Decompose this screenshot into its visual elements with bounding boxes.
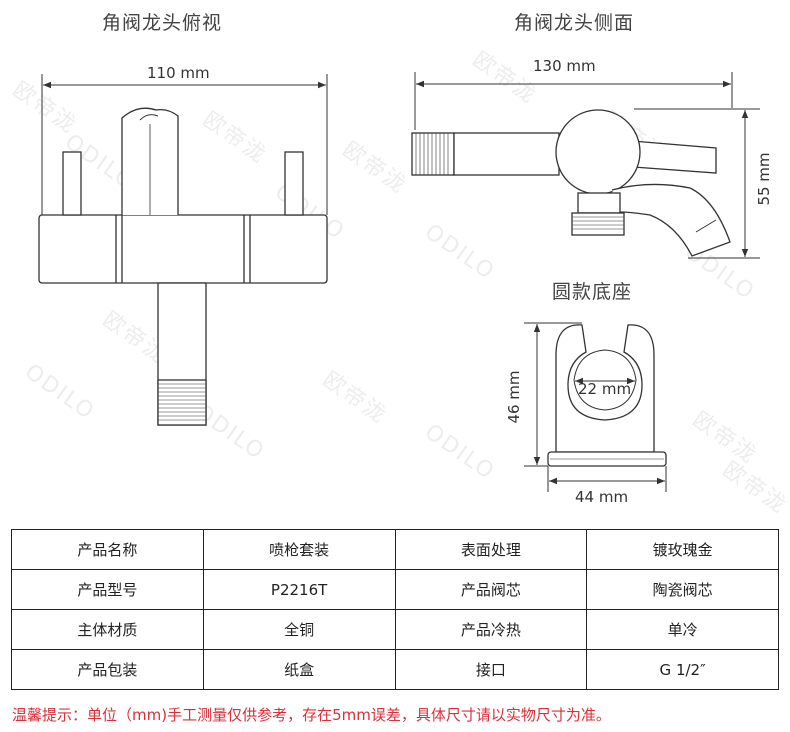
spec-cell: 产品型号 [11, 569, 204, 610]
base-title: 圆款底座 [552, 281, 633, 303]
spec-cell: 产品阀芯 [394, 569, 588, 610]
spec-table: 产品名称 喷枪套装 表面处理 镀玫瑰金 产品型号 P2216T 产品阀芯 陶瓷阀… [11, 529, 779, 690]
side-height-label: 55 mm [755, 152, 773, 206]
spec-cell: 喷枪套装 [202, 529, 396, 570]
top-view-title: 角阀龙头俯视 [102, 12, 223, 34]
spec-cell: 产品包装 [11, 649, 204, 690]
spec-cell: 接口 [394, 649, 588, 690]
spec-cell: 表面处理 [394, 529, 588, 570]
table-row: 产品型号 P2216T 产品阀芯 陶瓷阀芯 [11, 569, 779, 610]
measurement-note: 温馨提示：单位（mm)手工测量仅供参考，存在5mm误差，具体尺寸请以实物尺寸为准… [12, 706, 611, 724]
spec-cell: 镀玫瑰金 [586, 529, 779, 570]
spec-cell: 全铜 [202, 609, 396, 650]
spec-cell: G 1/2″ [586, 649, 779, 690]
top-view-drawing [38, 74, 328, 426]
spec-cell: 纸盒 [202, 649, 396, 690]
base-inner-label: 22 mm [578, 380, 632, 398]
base-drawing [524, 322, 667, 492]
table-row: 产品名称 喷枪套装 表面处理 镀玫瑰金 [11, 529, 779, 570]
table-row: 主体材质 全铜 产品冷热 单冷 [11, 609, 779, 650]
side-view-drawing [411, 72, 760, 259]
spec-cell: 产品名称 [11, 529, 204, 570]
side-view-title: 角阀龙头侧面 [514, 12, 635, 34]
spec-cell: 产品冷热 [394, 609, 588, 650]
top-width-label: 110 mm [147, 64, 210, 82]
base-width-label: 44 mm [575, 488, 629, 506]
spec-cell: 陶瓷阀芯 [586, 569, 779, 610]
spec-cell: 单冷 [586, 609, 779, 650]
spec-cell: 主体材质 [11, 609, 204, 650]
table-row: 产品包装 纸盒 接口 G 1/2″ [11, 649, 779, 690]
spec-cell: P2216T [202, 569, 396, 610]
base-height-label: 46 mm [505, 370, 523, 424]
side-width-label: 130 mm [533, 57, 596, 75]
